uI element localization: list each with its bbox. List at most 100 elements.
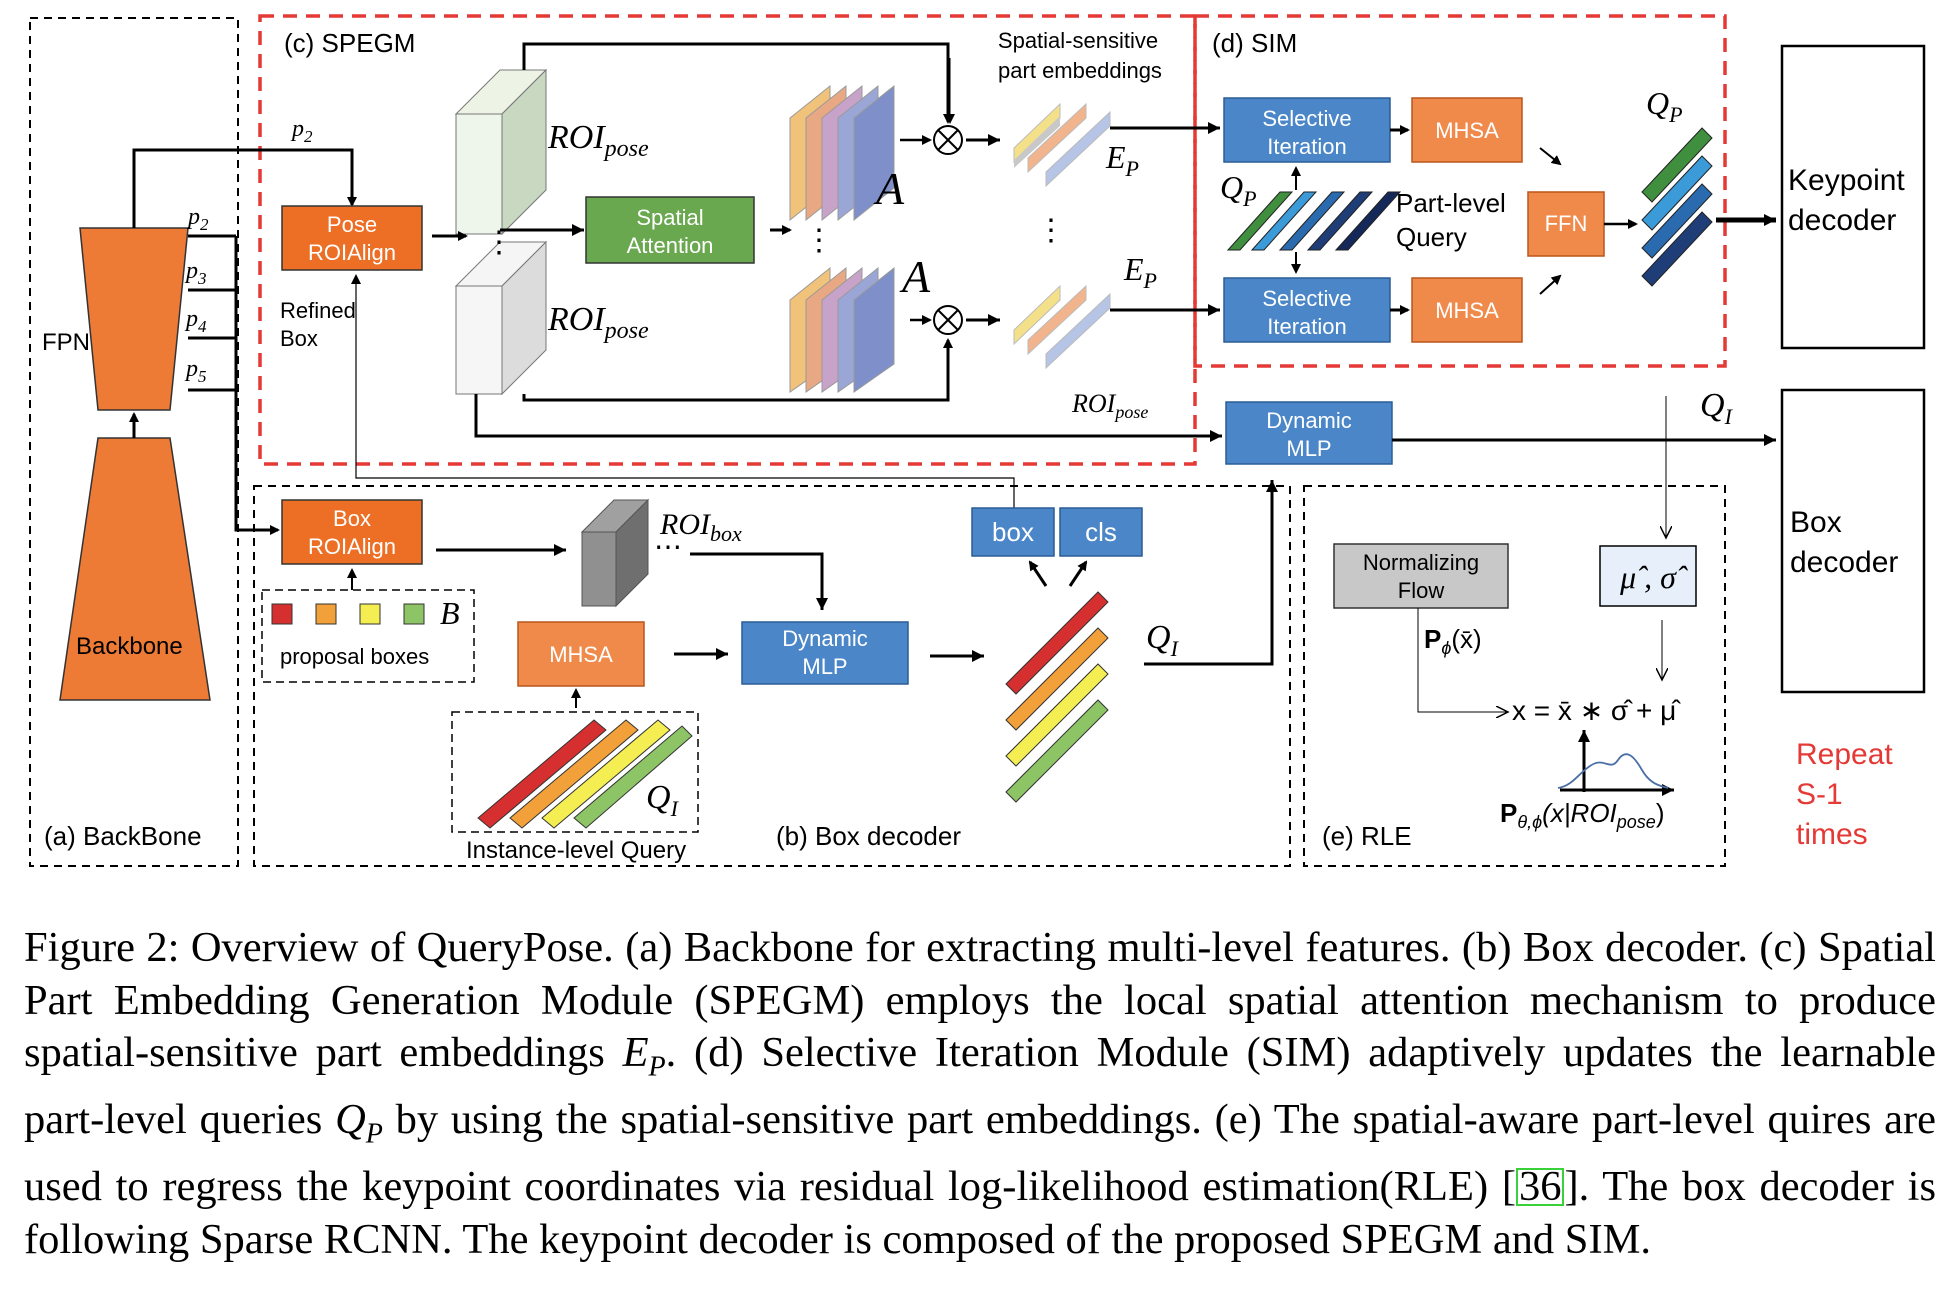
ep-label-top: EP [1105,139,1139,181]
part-embeddings-top [1013,102,1111,188]
svg-text:cls: cls [1085,517,1117,547]
pose-roialign-box [281,205,423,271]
refined-box-label-2: Box [280,326,318,351]
rle-title: (e) RLE [1322,821,1412,851]
pose-roialign-label-2: ROIAlign [308,240,396,265]
repeat-label-2: S-1 [1796,778,1843,811]
figure-caption: Figure 2: Overview of QueryPose. (a) Bac… [24,924,1937,1263]
svg-text:Normalizing: Normalizing [1363,550,1479,575]
architecture-diagram: (c) SPEGM (d) SIM (a) BackBone (b) Box d… [29,14,1926,867]
fpn-to-box-roialign [234,236,280,535]
svg-text:decoder: decoder [1788,204,1896,237]
repeat-label-3: times [1796,818,1868,851]
svg-text:Selective: Selective [1262,106,1351,131]
fpn-label: FPN [42,329,90,356]
a-label-top: A [873,163,905,214]
part-level-query-label: Part-level [1396,188,1506,218]
instance-level-query-label: Instance-level Query [466,837,686,864]
refined-box-line [351,274,1015,510]
attention-maps-bottom [789,266,895,393]
svg-text:Iteration: Iteration [1267,134,1347,159]
proposal-boxes-frame [261,589,475,683]
fpn-trapezoid [79,227,189,411]
svg-text:MHSA: MHSA [1435,298,1499,323]
sim-section-frame [1193,14,1727,368]
part-embeddings-bottom [1013,284,1111,370]
svg-text:Box: Box [1790,506,1842,539]
updated-part-queries [1641,127,1713,287]
svg-text:Selective: Selective [1262,286,1351,311]
ffn-box [1527,191,1605,257]
svg-text:ROIAlign: ROIAlign [308,534,396,559]
svg-text:Iteration: Iteration [1267,314,1347,339]
mhsa-sim-top [1411,97,1523,163]
b-label: B [440,595,460,631]
svg-text:decoder: decoder [1790,546,1898,579]
svg-text:MHSA: MHSA [549,642,613,667]
spegm-title: (c) SPEGM [284,28,415,58]
ep-inline: EP [622,1029,666,1083]
mhsa-box-decoder [517,621,645,687]
repeat-label: Repeat [1796,738,1893,771]
box-roialign-box [281,499,423,565]
instance-query-frame [451,711,699,833]
a-label-bottom: A [899,251,931,302]
svg-text:MLP: MLP [802,654,847,679]
qp-output-label: QP [1646,85,1683,127]
spatial-attention-label-2: Attention [627,233,714,258]
svg-text:MLP: MLP [1286,436,1331,461]
box-decoder-section-frame [253,485,1291,867]
svg-text:FFN: FFN [1545,211,1588,236]
roi-pose-top-label: ROIpose [547,119,649,162]
sim-title: (d) SIM [1212,28,1297,58]
backbone-section-frame [29,17,239,867]
backbone-label: Backbone [76,633,183,660]
svg-text:Keypoint: Keypoint [1788,164,1905,197]
box-decoder-box [1780,388,1926,694]
box-decoder-title: (b) Box decoder [776,821,961,851]
refined-box-label: Refined [280,298,356,323]
rle-equation: x = x̄ ∗ σ̂ + μ̂ [1512,695,1681,726]
backbone-title: (a) BackBone [44,821,202,851]
part-level-query-bars [1226,191,1402,251]
p2-label-top: p2 [290,116,313,146]
rle-section-frame [1303,485,1726,867]
p5-label: p5 [184,356,207,386]
normalizing-flow-box [1333,543,1509,609]
svg-text:Box: Box [333,506,371,531]
qp-sim-label: QP [1220,169,1257,211]
pose-roialign-label: Pose [327,212,377,237]
roi-pose-cube-top [454,68,548,236]
spatial-sensitive-label: Spatial-sensitive [998,28,1158,53]
mu-sigma-box [1599,545,1697,607]
qi-instance-label: QI [646,779,680,821]
p-theta-phi-label: Pθ,ϕ(x|ROIpose) [1500,798,1664,832]
vdots-embeddings: ⋮ [1036,214,1066,247]
instance-level-query-bars [477,719,693,829]
svg-text:box: box [992,517,1034,547]
p2-to-pose-roialign [132,148,357,228]
roi-box-cube [580,498,650,608]
svg-text:Dynamic: Dynamic [782,626,868,651]
roi-pose-cube-bottom [454,240,548,396]
proposal-boxes-label: proposal boxes [280,644,429,669]
dots-roi-box: ⋯ [654,531,682,562]
spegm-section-frame [258,14,1197,466]
qi-top-label: QI [1700,387,1734,429]
roi-box-label: ROIbox [659,508,742,546]
keypoint-decoder-box [1780,44,1926,350]
output-query-bars [1005,591,1109,803]
cls-head[interactable] [1059,507,1143,557]
mhsa-sim-bottom [1411,277,1523,343]
qi-box-label: QI [1146,619,1180,661]
selective-iteration-bottom [1223,277,1391,343]
ep-label-bottom: EP [1123,251,1157,293]
svg-text:Flow: Flow [1398,578,1445,603]
box-head[interactable] [971,507,1055,557]
part-level-query-label-2: Query [1396,222,1467,252]
roi-pose-mid-label: ROIpose [1071,389,1148,422]
distribution-plot [1557,730,1674,796]
spatial-attention-box [585,196,755,264]
qp-inline: QP [335,1096,383,1150]
citation-link[interactable]: 36 [1515,1165,1565,1208]
